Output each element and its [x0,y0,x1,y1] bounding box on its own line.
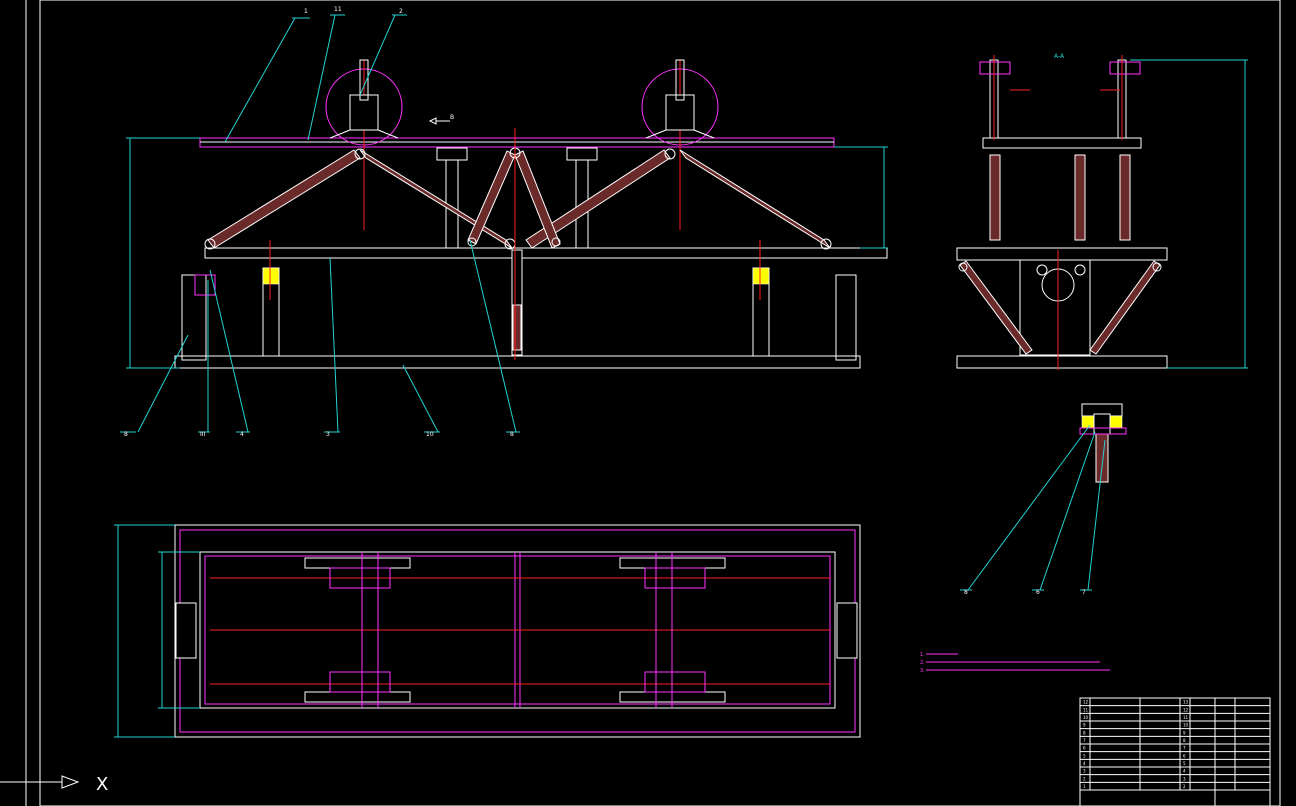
bom-cell-no2: 3 [1183,776,1186,781]
callout-8-mid: 8 [510,431,514,438]
bom-cell-no: 9 [1083,723,1086,728]
note-2: 2. [920,660,925,666]
callout-iii: III [200,431,206,438]
detail-callout-7: 7 [1082,589,1086,596]
section-view: A-A [956,53,1248,370]
bom-cell-no: 11 [1083,707,1089,712]
callout-1: 1 [304,8,308,15]
bom-cell-no: 5 [1083,753,1086,758]
bom-cell-no2: 9 [1183,730,1186,735]
ucs-icon: X [0,774,108,795]
bom-cell-no: 12 [1083,700,1089,705]
note-1: 1. [920,652,925,658]
callout-8-left: 8 [124,431,128,438]
bom-cell-no2: 4 [1183,769,1186,774]
bom-cell-no2: 2 [1183,784,1186,789]
bom-cell-no2: 6 [1183,753,1186,758]
bom-cell-no: 4 [1083,761,1086,766]
bom-cell-no: 6 [1083,746,1086,751]
front-view: B 1 11 2 8 III 4 3 10 8 [120,6,888,438]
technical-notes: 1. 2. 3. [920,652,1110,674]
bom-cell-no: 8 [1083,730,1086,735]
bom-cell-no2: 10 [1183,723,1189,728]
detail-callout-8: 8 [964,589,968,596]
callout-4: 4 [240,431,244,438]
callout-3: 3 [326,431,330,438]
callout-10: 10 [426,431,434,438]
bom-cell-no2: 11 [1183,715,1189,720]
bom-cell-no: 7 [1083,738,1086,743]
ucs-x-label: X [96,774,108,795]
callout-2: 2 [399,8,403,15]
bom-cell-no2: 7 [1183,746,1186,751]
bom-cell-no: 1 [1083,784,1086,789]
section-label: A-A [1054,53,1065,60]
detail-callout-6: 6 [1036,589,1040,596]
bom-cell-no2: 5 [1183,761,1186,766]
bom-cell-no: 10 [1083,715,1089,720]
plan-view [114,524,861,738]
bom-cell-no: 2 [1083,776,1086,781]
callout-11: 11 [334,6,342,13]
note-3: 3. [920,668,925,674]
bom-cell-no2: 8 [1183,738,1186,743]
detail-view: 8 6 7 [960,403,1127,596]
bom-cell-no2: 13 [1183,700,1189,705]
arrow-b-label: B [450,114,454,121]
drawing-frame [25,0,1281,806]
bom-cell-no: 3 [1083,769,1086,774]
bom-cell-no2: 12 [1183,707,1189,712]
